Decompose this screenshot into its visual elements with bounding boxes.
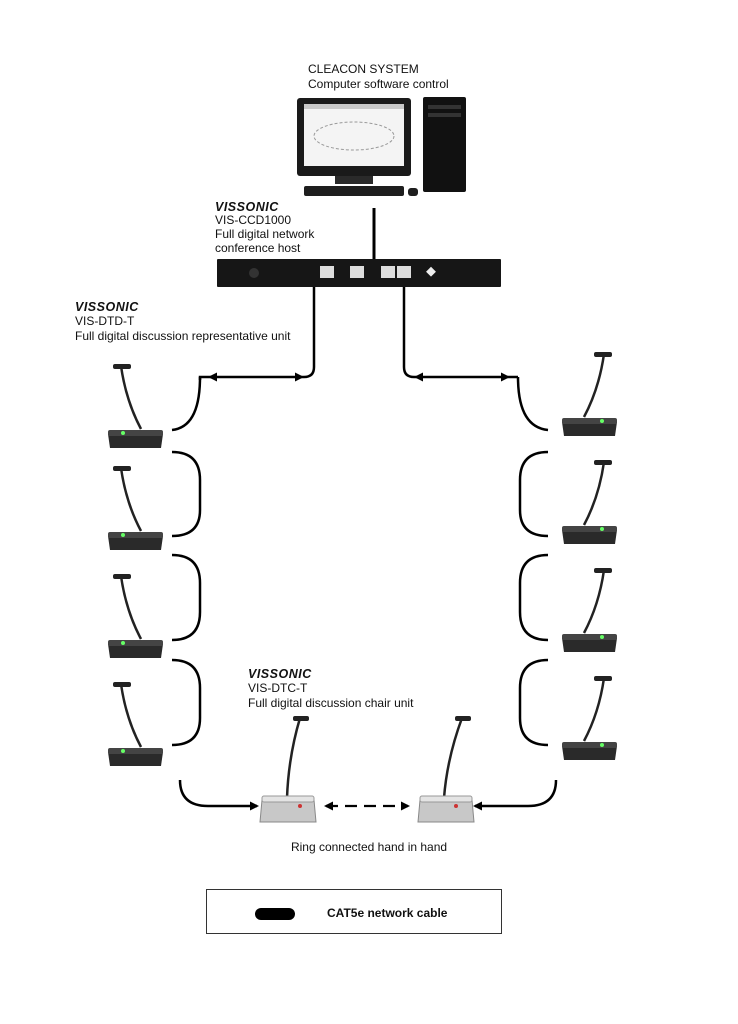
delegate-model: VIS-DTD-T bbox=[75, 314, 135, 328]
delegate-brand: VISSONIC bbox=[75, 300, 139, 314]
chair-mic-icon bbox=[259, 716, 317, 823]
ring-caption: Ring connected hand in hand bbox=[290, 840, 448, 854]
delegate-mic-icon bbox=[560, 350, 619, 438]
chair-brand: VISSONIC bbox=[248, 667, 312, 681]
delegate-mic-icon bbox=[106, 680, 165, 768]
delegate-mic-icon bbox=[560, 674, 619, 762]
legend: CAT5e network cable bbox=[206, 889, 502, 934]
host-model: VIS-CCD1000 bbox=[215, 213, 292, 227]
host-brand: VISSONIC bbox=[215, 200, 279, 214]
conference-host-icon bbox=[217, 259, 501, 287]
delegate-mic-icon bbox=[106, 362, 165, 450]
delegate-mic-icon bbox=[106, 464, 165, 552]
pc-title: CLEACON SYSTEM bbox=[308, 62, 419, 76]
network-cable-swatch bbox=[255, 908, 295, 920]
delegate-mic-icon bbox=[106, 572, 165, 660]
delegate-mic-icon bbox=[560, 566, 619, 654]
chair-desc: Full digital discussion chair unit bbox=[248, 696, 414, 710]
pc-subtitle: Computer software control bbox=[308, 77, 449, 91]
legend-label: CAT5e network cable bbox=[327, 906, 448, 920]
host-desc-line1: Full digital network bbox=[215, 227, 315, 241]
desktop-computer-icon bbox=[297, 97, 466, 196]
delegate-mic-icon bbox=[560, 458, 619, 546]
host-desc-line2: conference host bbox=[215, 241, 301, 255]
chair-mic-icon bbox=[417, 716, 475, 823]
chair-model: VIS-DTC-T bbox=[248, 681, 308, 695]
delegate-desc: Full digital discussion representative u… bbox=[75, 329, 291, 343]
